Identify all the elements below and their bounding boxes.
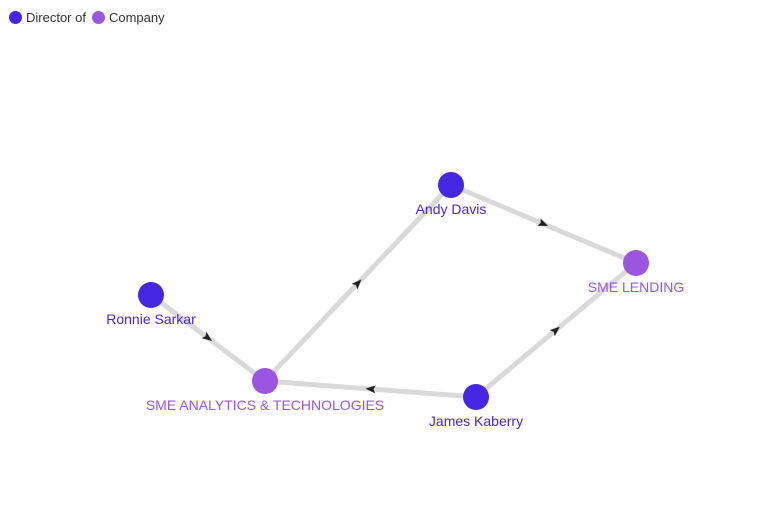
- company-node-circle[interactable]: [252, 368, 278, 394]
- legend-item-director[interactable]: Director of: [9, 10, 86, 25]
- director-node-circle[interactable]: [438, 172, 464, 198]
- edge-arrow-icon: [351, 279, 362, 290]
- edges-layer: [148, 182, 639, 400]
- edge-arrow-icon: [201, 331, 212, 342]
- node-ronnie[interactable]: Ronnie Sarkar: [106, 282, 196, 327]
- legend-item-company[interactable]: Company: [91, 10, 165, 25]
- node-label: James Kaberry: [429, 413, 523, 429]
- edge-arrow-icon: [537, 218, 549, 226]
- company-dot-icon: [91, 11, 105, 24]
- node-label: Andy Davis: [416, 201, 487, 217]
- legend: Director of Company: [9, 10, 171, 25]
- node-james[interactable]: James Kaberry: [429, 384, 523, 429]
- company-node-circle[interactable]: [623, 250, 649, 276]
- director-dot-icon: [9, 11, 22, 24]
- node-label: Ronnie Sarkar: [106, 311, 196, 327]
- node-label: SME ANALYTICS & TECHNOLOGIES: [146, 397, 384, 413]
- legend-label-director: Director of: [26, 10, 86, 25]
- legend-label-company: Company: [108, 10, 165, 25]
- director-node-circle[interactable]: [138, 282, 164, 308]
- node-label: SME LENDING: [588, 279, 684, 295]
- edge-arrow-icon: [549, 326, 560, 337]
- node-andy[interactable]: Andy Davis: [416, 172, 487, 217]
- node-sme_lending[interactable]: SME LENDING: [588, 250, 684, 295]
- director-node-circle[interactable]: [463, 384, 489, 410]
- edge-arrow-icon: [365, 385, 376, 394]
- node-sme_analytics[interactable]: SME ANALYTICS & TECHNOLOGIES: [146, 368, 384, 413]
